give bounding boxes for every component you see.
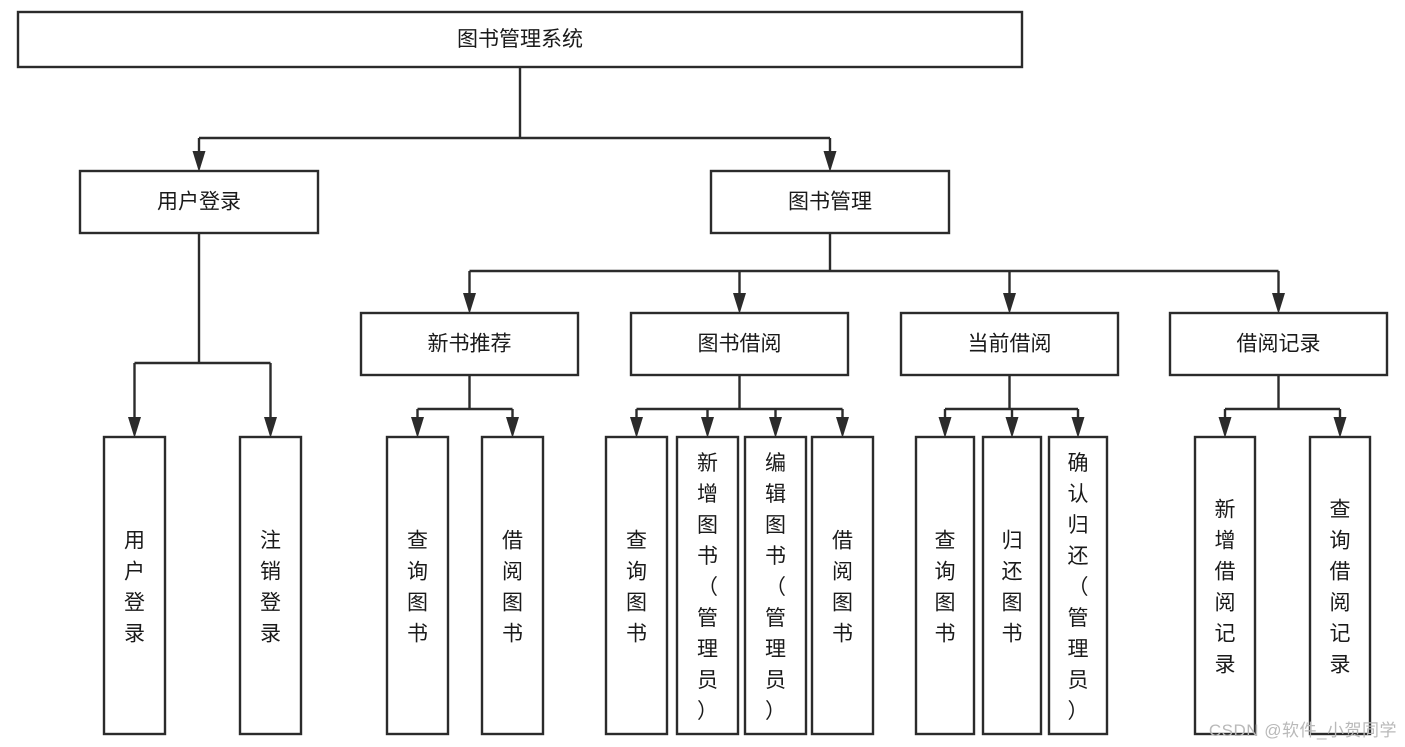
node-leaf-logout[interactable]: 注销登录 (238, 435, 303, 736)
node-label-book-borrow: 图书借阅 (698, 333, 782, 356)
node-leaf-edit-book[interactable]: 编辑图书（管理员） (743, 435, 808, 736)
node-label-borrow-record: 借阅记录 (1237, 333, 1321, 356)
node-label-leaf-query-book-cur: 查询图书 (935, 530, 956, 646)
node-box-new-book-rec[interactable] (359, 311, 580, 377)
node-label-leaf-add-record: 新增借阅记录 (1215, 499, 1236, 677)
connector-group-root (192, 67, 837, 172)
node-label-leaf-query-book-borrow: 查询图书 (626, 530, 647, 646)
node-box-leaf-query-book-cur[interactable] (914, 435, 976, 736)
arrow-head-icon (128, 417, 141, 438)
node-label-root: 图书管理系统 (457, 28, 583, 51)
connector-group-user-login (128, 233, 277, 438)
node-leaf-user-login[interactable]: 用户登录 (102, 435, 167, 736)
node-box-leaf-edit-book[interactable] (743, 435, 808, 736)
node-box-leaf-logout[interactable] (238, 435, 303, 736)
node-leaf-query-record[interactable]: 查询借阅记录 (1308, 435, 1372, 736)
node-box-leaf-confirm-return[interactable] (1047, 435, 1109, 736)
node-borrow-record[interactable]: 借阅记录 (1168, 311, 1389, 377)
node-new-book-rec[interactable]: 新书推荐 (359, 311, 580, 377)
arrow-head-icon (823, 151, 837, 172)
node-label-book-manage: 图书管理 (788, 191, 872, 214)
node-label-leaf-add-book: 新增图书（管理员） (697, 452, 718, 723)
node-box-root[interactable] (16, 10, 1024, 69)
arrow-head-icon (1003, 293, 1016, 314)
connector-group-current-borrow (938, 375, 1085, 438)
arrow-head-icon (1333, 417, 1347, 438)
arrow-head-icon (769, 417, 782, 438)
arrow-head-icon (463, 293, 476, 314)
node-box-leaf-return-book[interactable] (981, 435, 1043, 736)
node-label-new-book-rec: 新书推荐 (428, 333, 512, 356)
arrow-head-icon (938, 417, 952, 438)
node-label-leaf-edit-book: 编辑图书（管理员） (765, 452, 786, 723)
node-layer: 图书管理系统用户登录图书管理新书推荐图书借阅当前借阅借阅记录用户登录注销登录查询… (16, 10, 1389, 736)
node-box-current-borrow[interactable] (899, 311, 1120, 377)
node-leaf-borrow-book-rec[interactable]: 借阅图书 (480, 435, 545, 736)
node-leaf-confirm-return[interactable]: 确认归还（管理员） (1047, 435, 1109, 736)
connector-group-book-borrow (630, 375, 849, 438)
node-current-borrow[interactable]: 当前借阅 (899, 311, 1120, 377)
node-leaf-borrow-book[interactable]: 借阅图书 (810, 435, 875, 736)
node-label-leaf-return-book: 归还图书 (1002, 530, 1023, 646)
connector-layer (128, 67, 1347, 438)
node-box-leaf-query-book-borrow[interactable] (604, 435, 669, 736)
node-user-login[interactable]: 用户登录 (78, 169, 320, 235)
arrow-head-icon (836, 417, 849, 438)
node-leaf-query-book-cur[interactable]: 查询图书 (914, 435, 976, 736)
arrow-head-icon (1005, 417, 1019, 438)
node-box-leaf-query-record[interactable] (1308, 435, 1372, 736)
node-box-leaf-user-login[interactable] (102, 435, 167, 736)
node-label-leaf-borrow-book: 借阅图书 (832, 530, 853, 646)
node-book-manage[interactable]: 图书管理 (709, 169, 951, 235)
node-label-user-login: 用户登录 (157, 191, 241, 214)
connector-group-new-book-rec (411, 375, 519, 438)
node-leaf-query-book-borrow[interactable]: 查询图书 (604, 435, 669, 736)
node-label-leaf-user-login: 用户登录 (124, 530, 145, 646)
node-box-leaf-add-book[interactable] (675, 435, 740, 736)
arrow-head-icon (1272, 293, 1285, 314)
node-box-book-manage[interactable] (709, 169, 951, 235)
arrow-head-icon (1071, 417, 1085, 438)
arrow-head-icon (264, 417, 277, 438)
arrow-head-icon (630, 417, 643, 438)
node-label-leaf-query-book-rec: 查询图书 (407, 530, 428, 646)
node-box-book-borrow[interactable] (629, 311, 850, 377)
node-box-leaf-borrow-book-rec[interactable] (480, 435, 545, 736)
node-root[interactable]: 图书管理系统 (16, 10, 1024, 69)
connector-group-borrow-record (1218, 375, 1347, 438)
node-box-borrow-record[interactable] (1168, 311, 1389, 377)
arrow-head-icon (701, 417, 714, 438)
node-leaf-return-book[interactable]: 归还图书 (981, 435, 1043, 736)
node-box-leaf-borrow-book[interactable] (810, 435, 875, 736)
arrow-head-icon (1218, 417, 1232, 438)
node-label-leaf-confirm-return: 确认归还（管理员） (1068, 452, 1089, 723)
node-label-leaf-borrow-book-rec: 借阅图书 (502, 530, 523, 646)
arrow-head-icon (506, 417, 519, 438)
node-label-leaf-query-record: 查询借阅记录 (1330, 499, 1351, 677)
arrow-head-icon (192, 151, 206, 172)
node-leaf-query-book-rec[interactable]: 查询图书 (385, 435, 450, 736)
node-leaf-add-book[interactable]: 新增图书（管理员） (675, 435, 740, 736)
node-label-leaf-logout: 注销登录 (260, 530, 281, 646)
node-box-user-login[interactable] (78, 169, 320, 235)
connector-group-book-manage (463, 233, 1285, 314)
arrow-head-icon (411, 417, 424, 438)
node-leaf-add-record[interactable]: 新增借阅记录 (1193, 435, 1257, 736)
node-box-leaf-add-record[interactable] (1193, 435, 1257, 736)
arrow-head-icon (733, 293, 746, 314)
node-label-current-borrow: 当前借阅 (968, 333, 1052, 356)
node-book-borrow[interactable]: 图书借阅 (629, 311, 850, 377)
node-box-leaf-query-book-rec[interactable] (385, 435, 450, 736)
